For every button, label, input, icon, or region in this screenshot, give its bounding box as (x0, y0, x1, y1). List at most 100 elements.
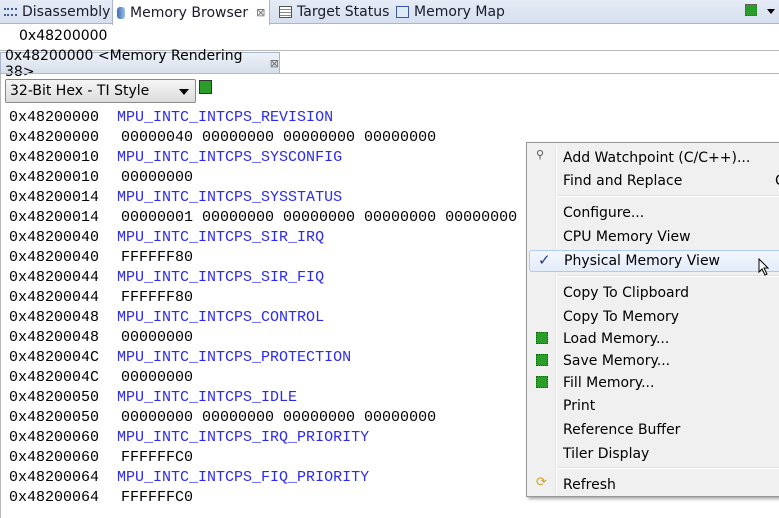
tab-target-status[interactable]: Target Status (275, 0, 393, 24)
menu-item-label: Print (563, 398, 596, 414)
memory-row[interactable]: 0x48200040 MPU_INTC_INTCPS_SIR_IRQ (9, 228, 562, 248)
close-rendering-icon[interactable]: ⊠ (269, 57, 279, 70)
row-address: 0x48200048 (9, 309, 100, 326)
register-values[interactable]: 00000000 (121, 369, 194, 386)
menu-item-load-memory[interactable]: Load Memory... (529, 328, 779, 350)
register-label: MPU_INTC_INTCPS_SIR_FIQ (117, 269, 325, 286)
row-address: 0x48200000 (9, 129, 100, 146)
save-memory-icon (536, 354, 548, 366)
memory-row[interactable]: 0x48200060 FFFFFFC0 (9, 448, 562, 468)
format-select[interactable]: 32-Bit Hex - TI Style (5, 79, 196, 103)
memory-row[interactable]: 0x48200064 MPU_INTC_INTCPS_FIQ_PRIORITY (9, 468, 562, 488)
tab-memory-browser[interactable]: Memory Browser ⊠ (112, 0, 271, 25)
new-memory-rendering-icon[interactable] (745, 4, 757, 16)
menu-item-label: Load Memory... (563, 331, 670, 347)
format-select-value: 32-Bit Hex - TI Style (10, 83, 150, 99)
memory-row[interactable]: 0x48200050 MPU_INTC_INTCPS_IDLE (9, 388, 562, 408)
register-values[interactable]: 00000001 00000000 00000000 00000000 0000… (121, 209, 563, 226)
menu-separator (557, 467, 779, 469)
memory-row[interactable]: 0x48200010 00000000 (9, 168, 562, 188)
row-address: 0x48200044 (9, 269, 100, 286)
memory-row[interactable]: 0x48200048 MPU_INTC_INTCPS_CONTROL (9, 308, 562, 328)
register-label: MPU_INTC_INTCPS_SYSCONFIG (117, 149, 343, 166)
register-values[interactable]: FFFFFFC0 (121, 449, 194, 466)
chevron-down-icon (179, 89, 189, 95)
tab-memory-rendering[interactable]: 0x48200000 <Memory Rendering 38> ⊠ (0, 48, 280, 80)
register-values[interactable]: FFFFFF80 (121, 249, 194, 266)
row-address: 0x48200040 (9, 249, 100, 266)
memory-row[interactable]: 0x48200044 MPU_INTC_INTCPS_SIR_FIQ (9, 268, 562, 288)
register-values[interactable]: FFFFFF80 (121, 289, 194, 306)
close-tab-icon[interactable]: ⊠ (256, 6, 266, 19)
menu-item-print[interactable]: Print (529, 395, 779, 417)
menu-item-copy-to-memory[interactable]: Copy To Memory (529, 306, 779, 328)
memory-row[interactable]: 0x48200044 FFFFFF80 (9, 288, 562, 308)
register-values[interactable]: 00000040 00000000 00000000 00000000 (121, 129, 437, 146)
register-values[interactable]: 00000000 00000000 00000000 00000000 (121, 409, 437, 426)
memory-row[interactable]: 0x48200040 FFFFFF80 (9, 248, 562, 268)
disassembly-icon (4, 8, 17, 16)
view-tab-bar: Disassembly Memory Browser ⊠ Target Stat… (0, 0, 779, 25)
row-address: 0x48200060 (9, 449, 100, 466)
menu-item-copy-to-clipboard[interactable]: Copy To Clipboard (529, 282, 779, 304)
memory-row[interactable]: 0x48200000 MPU_INTC_INTCPS_REVISION (9, 108, 562, 128)
menu-item-tiler-display[interactable]: Tiler Display (529, 443, 779, 465)
menu-item-configure[interactable]: Configure... (529, 202, 779, 224)
register-label: MPU_INTC_INTCPS_SYSSTATUS (117, 189, 343, 206)
menu-item-label: Configure... (563, 205, 645, 221)
register-label: MPU_INTC_INTCPS_REVISION (117, 109, 334, 126)
register-values[interactable]: 00000000 (121, 169, 194, 186)
register-values[interactable]: FFFFFFC0 (121, 489, 194, 506)
register-values[interactable]: 00000000 (121, 329, 194, 346)
context-menu: ⚲Add Watchpoint (C/C++)...Find and Repla… (526, 142, 779, 497)
tab-label: Disassembly (22, 4, 111, 20)
menu-item-label: Reference Buffer (563, 422, 681, 438)
menu-item-cpu-memory-view[interactable]: CPU Memory View (529, 226, 779, 248)
memory-row[interactable]: 0x48200050 00000000 00000000 00000000 000… (9, 408, 562, 428)
menu-item-label: Physical Memory View (564, 253, 721, 269)
memory-row[interactable]: 0x48200000 00000040 00000000 00000000 000… (9, 128, 562, 148)
register-label: MPU_INTC_INTCPS_PROTECTION (117, 349, 352, 366)
tab-disassembly[interactable]: Disassembly (0, 0, 114, 24)
row-address: 0x48200044 (9, 289, 100, 306)
memory-row[interactable]: 0x4820004C MPU_INTC_INTCPS_PROTECTION (9, 348, 562, 368)
menu-gutter (555, 145, 557, 494)
menu-item-refresh[interactable]: ⟳ Refresh (529, 474, 779, 496)
memory-row[interactable]: 0x48200014 MPU_INTC_INTCPS_SYSSTATUS (9, 188, 562, 208)
menu-item-label: Tiler Display (563, 446, 650, 462)
menu-item-label: Save Memory... (563, 353, 671, 369)
menu-item-label: Add Watchpoint (C/C++)... (563, 150, 751, 166)
row-address: 0x48200050 (9, 409, 100, 426)
tab-label: Memory Map (414, 4, 505, 20)
memory-row[interactable]: 0x48200014 00000001 00000000 00000000 000… (9, 208, 562, 228)
row-address: 0x48200000 (9, 109, 100, 126)
chip-icon[interactable] (199, 80, 212, 94)
refresh-icon: ⟳ (536, 475, 547, 490)
memory-map-icon (396, 6, 409, 18)
memory-row[interactable]: 0x48200060 MPU_INTC_INTCPS_IRQ_PRIORITY (9, 428, 562, 448)
menu-item-fill-memory[interactable]: Fill Memory... (529, 372, 779, 394)
row-address: 0x4820004C (9, 349, 100, 366)
register-label: MPU_INTC_INTCPS_IRQ_PRIORITY (117, 429, 370, 446)
row-address: 0x48200010 (9, 149, 100, 166)
address-input[interactable]: 0x48200000 (0, 24, 779, 51)
menu-item-save-memory[interactable]: Save Memory... (529, 350, 779, 372)
view-menu-chevron-down-icon[interactable] (767, 9, 775, 14)
row-address: 0x48200040 (9, 229, 100, 246)
menu-item-label: Refresh (563, 477, 616, 493)
register-label: MPU_INTC_INTCPS_FIQ_PRIORITY (117, 469, 370, 486)
menu-item-reference-buffer[interactable]: Reference Buffer (529, 419, 779, 441)
row-address: 0x48200014 (9, 209, 100, 226)
memory-row[interactable]: 0x48200010 MPU_INTC_INTCPS_SYSCONFIG (9, 148, 562, 168)
menu-item-add-watchpoint-c-c[interactable]: ⚲Add Watchpoint (C/C++)... (529, 147, 779, 169)
tab-memory-map[interactable]: Memory Map (392, 0, 509, 24)
menu-item-label: Copy To Memory (563, 309, 680, 325)
menu-item-physical-memory-view[interactable]: ✓Physical Memory View (529, 250, 779, 272)
rendering-tab-label: 0x48200000 <Memory Rendering 38> (5, 47, 243, 80)
row-address: 0x48200010 (9, 169, 100, 186)
